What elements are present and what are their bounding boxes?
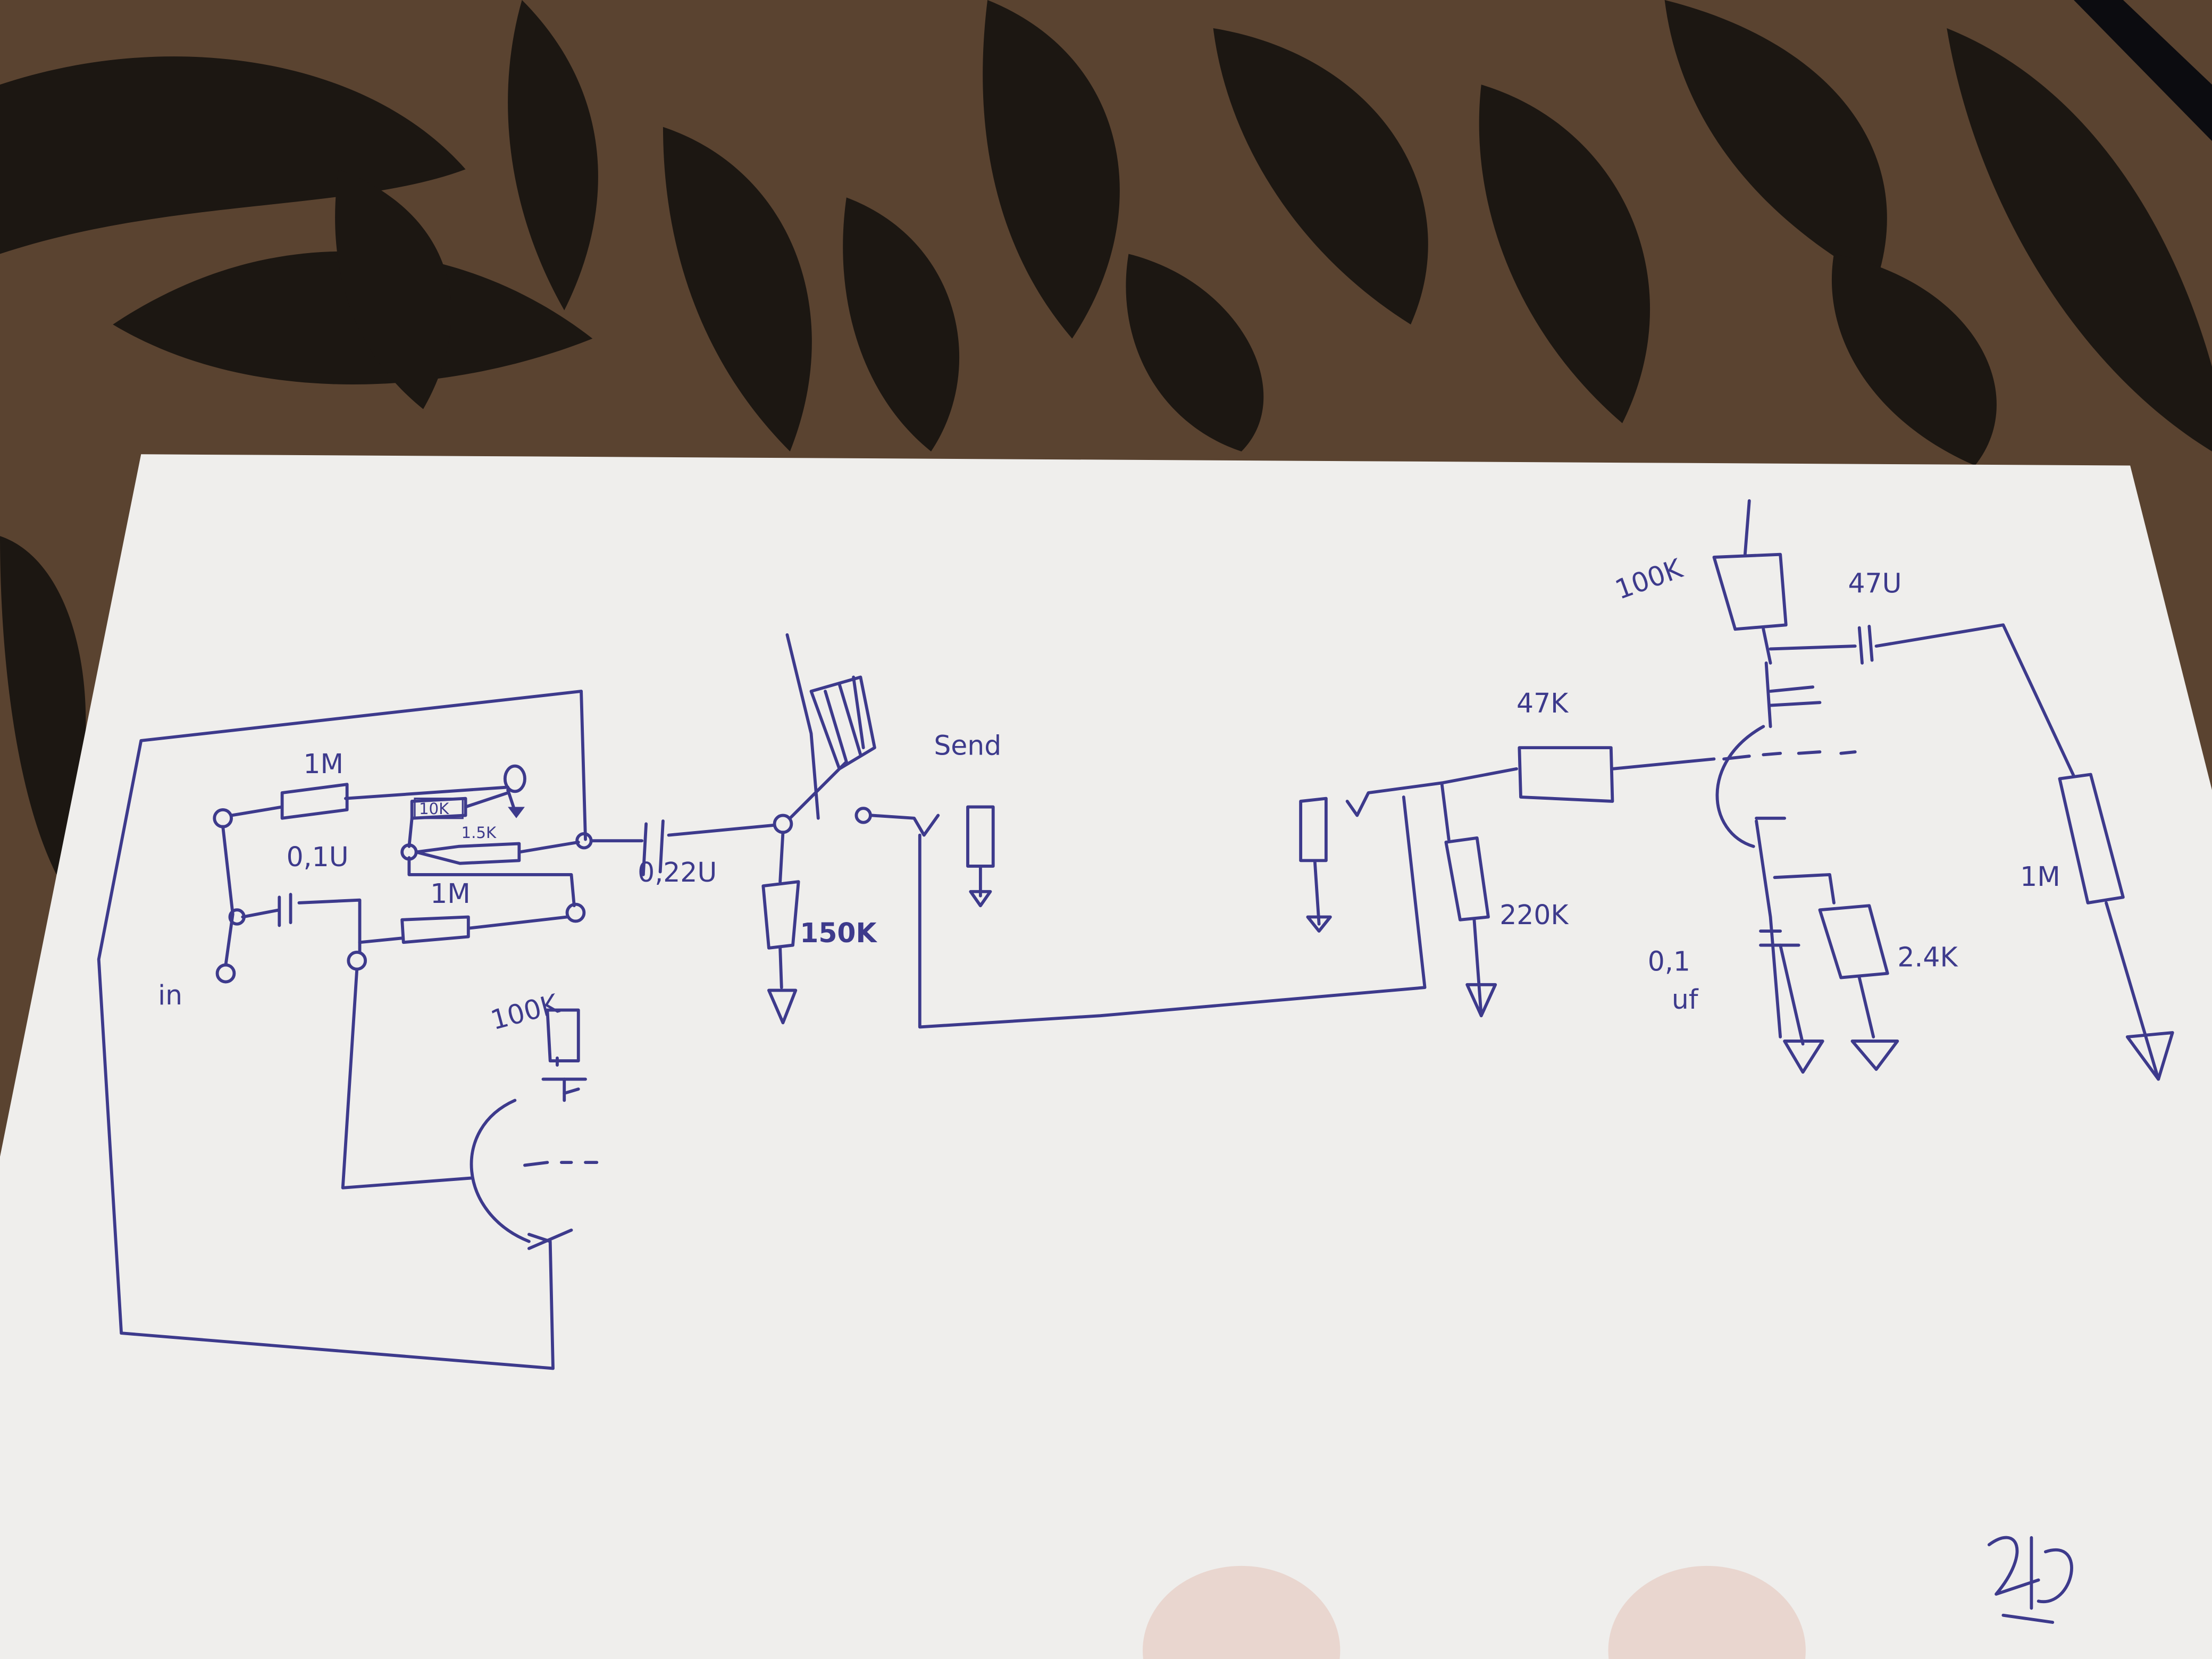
label-c-0-22u: 0,22U bbox=[638, 857, 717, 888]
label-c-47u: 47U bbox=[1848, 567, 1902, 599]
circuit-drawing bbox=[97, 499, 2174, 1370]
paper-sheet bbox=[0, 454, 2212, 1659]
finger-shadow bbox=[1608, 1565, 1806, 1659]
label-r-1m-bottom: 1M bbox=[430, 878, 471, 909]
label-r-150k: 150K bbox=[800, 917, 877, 949]
label-r-1m-top: 1M bbox=[303, 748, 343, 780]
label-send: Send bbox=[934, 730, 1001, 761]
label-c-uf: uf bbox=[1672, 984, 1699, 1015]
finger-shadow bbox=[1143, 1565, 1340, 1659]
resistor-1m-top bbox=[280, 783, 349, 820]
label-input: in bbox=[158, 979, 182, 1011]
label-r-220k: 220K bbox=[1499, 899, 1569, 931]
resistor-10k bbox=[414, 798, 464, 819]
label-c-0-1u: 0,1U bbox=[287, 841, 349, 873]
label-c-0-1uf: 0,1 bbox=[1648, 945, 1690, 977]
label-r-1-5k: 1.5K bbox=[462, 824, 497, 842]
label-r-47k: 47K bbox=[1516, 688, 1569, 719]
label-r-2-4k: 2.4K bbox=[1897, 941, 1958, 973]
signature bbox=[1987, 1536, 2073, 1624]
label-r-1m-right: 1M bbox=[2020, 861, 2060, 892]
leaf-pattern bbox=[0, 0, 2212, 875]
label-r-10k: 10K bbox=[419, 800, 449, 818]
pen bbox=[2074, 0, 2212, 141]
